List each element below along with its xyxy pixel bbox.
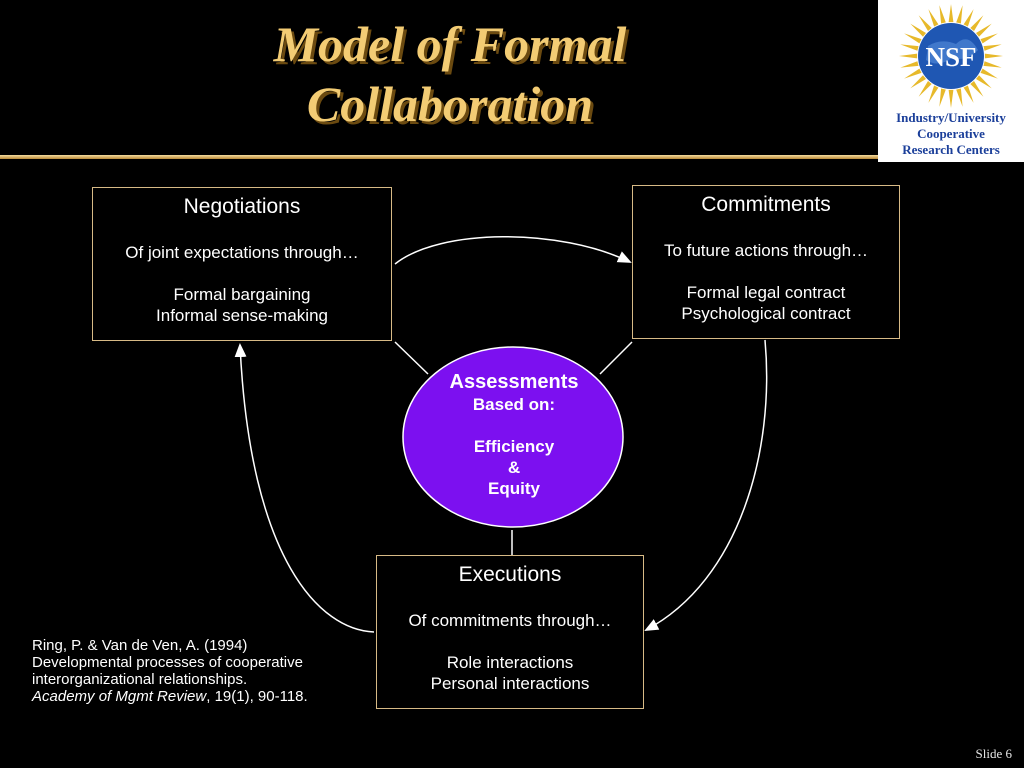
- nsf-caption-line-1: Industry/University: [896, 110, 1006, 125]
- arrow-executions-to-negotiations: [234, 343, 375, 633]
- slide-title-line-2: Collaboration: [306, 76, 594, 132]
- assessments-criterion: &: [507, 458, 521, 477]
- negotiations-heading: Negotiations: [183, 195, 301, 218]
- sun-ray-icon: [956, 5, 963, 24]
- executions-box: Executions Of commitments through… Role …: [376, 555, 644, 709]
- sun-ray-icon: [910, 23, 926, 37]
- sun-ray-icon: [980, 33, 998, 44]
- sun-ray-icon: [956, 88, 963, 107]
- commitments-item: Formal legal contract: [686, 283, 846, 302]
- nsf-mark: NSF: [925, 42, 976, 72]
- nsf-caption-line-3: Research Centers: [902, 142, 1000, 157]
- slide-number: Slide 6: [975, 746, 1012, 761]
- sun-ray-icon: [900, 44, 919, 51]
- citation-authors: Ring, P. & Van de Ven, A. (1994): [32, 637, 248, 654]
- sun-ray-icon: [899, 53, 918, 59]
- sun-ray-icon: [963, 9, 974, 27]
- executions-heading: Executions: [458, 563, 562, 586]
- negotiations-subheading: Of joint expectations through…: [125, 243, 359, 262]
- slide-title-line-1: Model of Formal: [273, 16, 627, 72]
- citation-source: Academy of Mgmt Review, 19(1), 90-118.: [32, 688, 372, 705]
- sun-ray-icon: [918, 81, 932, 97]
- citation-journal: Academy of Mgmt Review: [32, 688, 207, 705]
- sun-ray-icon: [963, 85, 974, 103]
- assessments-criterion: Equity: [488, 479, 540, 498]
- sun-ray-icon: [939, 5, 946, 24]
- sun-ray-icon: [900, 61, 919, 68]
- sun-ray-icon: [970, 15, 984, 31]
- assessments-based-on: Based on:: [472, 395, 556, 414]
- citation-title-line-1: Developmental processes of cooperative: [32, 654, 303, 671]
- commitments-box: Commitments To future actions through… F…: [632, 185, 900, 339]
- sun-ray-icon: [976, 23, 992, 37]
- executions-subheading: Of commitments through…: [408, 611, 612, 630]
- sun-ray-icon: [948, 4, 954, 23]
- sun-ray-icon: [918, 15, 932, 31]
- title-divider: [0, 155, 878, 159]
- commitments-subheading: To future actions through…: [663, 241, 869, 260]
- sun-ray-icon: [928, 85, 939, 103]
- connector-negotiations-assessments: [394, 341, 429, 375]
- citation-details: , 19(1), 90-118.: [206, 688, 308, 705]
- negotiations-box: Negotiations Of joint expectations throu…: [92, 187, 392, 341]
- commitments-heading: Commitments: [701, 193, 831, 216]
- citation-title-line-2: interorganizational relationships.: [32, 671, 248, 688]
- sun-ray-icon: [970, 81, 984, 97]
- negotiations-item: Formal bargaining: [173, 285, 311, 304]
- nsf-logo: NSF Industry/University Cooperative Rese…: [878, 0, 1024, 162]
- sun-ray-icon: [983, 61, 1002, 68]
- arrow-negotiations-to-commitments: [394, 236, 632, 265]
- sun-ray-icon: [939, 88, 946, 107]
- commitments-item: Psychological contract: [681, 304, 851, 323]
- sun-ray-icon: [984, 53, 1003, 59]
- executions-item: Personal interactions: [430, 674, 590, 693]
- sun-ray-icon: [948, 89, 954, 108]
- negotiations-item: Informal sense-making: [156, 306, 328, 325]
- sun-ray-icon: [904, 68, 922, 79]
- sun-rays-icon: [899, 4, 1003, 108]
- globe-landmass-icon: [926, 39, 978, 64]
- citation: Ring, P. & Van de Ven, A. (1994) Develop…: [32, 637, 372, 705]
- sun-ray-icon: [983, 44, 1002, 51]
- sun-ray-icon: [928, 9, 939, 27]
- sun-ray-icon: [904, 33, 922, 44]
- assessments-criterion: Efficiency: [473, 437, 555, 456]
- slide-title: Model of Formal Collaboration: [120, 14, 780, 134]
- arrow-commitments-to-executions: [644, 339, 768, 631]
- assessments-ellipse: [402, 346, 624, 528]
- assessments-spacer: [404, 415, 624, 436]
- executions-item: Role interactions: [446, 653, 574, 672]
- assessments-label: Assessments Based on: Efficiency & Equit…: [404, 370, 624, 499]
- nsf-caption: Industry/University Cooperative Research…: [878, 110, 1024, 158]
- connector-commitments-assessments: [599, 341, 633, 375]
- sun-ray-icon: [976, 75, 992, 89]
- nsf-seal-icon: NSF: [899, 4, 1003, 108]
- sun-ray-icon: [910, 75, 926, 89]
- assessments-heading: Assessments: [449, 371, 579, 393]
- sun-ray-icon: [980, 68, 998, 79]
- nsf-caption-line-2: Cooperative: [917, 126, 985, 141]
